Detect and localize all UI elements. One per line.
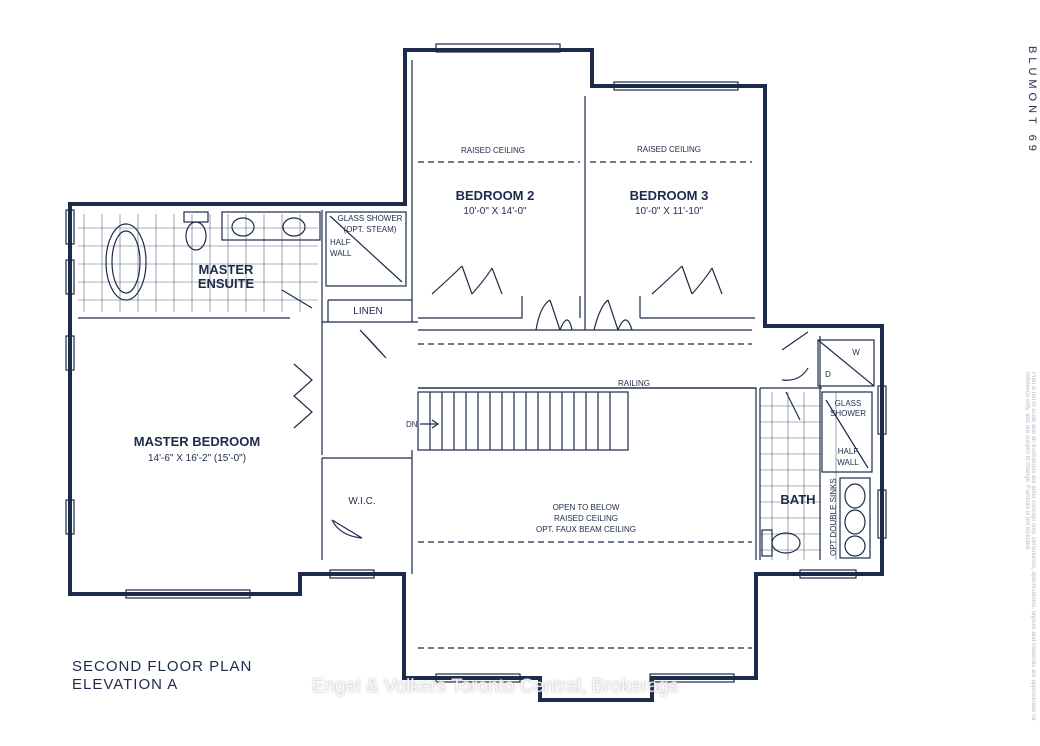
bath-toilet — [761, 529, 801, 557]
half-wall-label-1a: HALF — [330, 238, 351, 247]
disclaimer-text: Plan is not to scale and all illustratio… — [1024, 372, 1036, 722]
half-wall-label-2a: HALF — [838, 447, 859, 456]
bedroom3-name: BEDROOM 3 — [630, 188, 709, 203]
glass-shower-label-2a: GLASS — [835, 399, 862, 408]
master-ensuite-label-line1: MASTER — [199, 262, 255, 277]
railing-label: RAILING — [618, 379, 650, 388]
dn-label: DN — [406, 420, 418, 429]
glass-shower-label-2b: SHOWER — [830, 409, 866, 418]
open-to-below-label-1: OPEN TO BELOW — [553, 503, 620, 512]
ensuite-shower — [325, 211, 407, 287]
laundry-closet — [817, 339, 875, 387]
dryer-label: D — [825, 370, 831, 379]
staircase — [417, 391, 629, 451]
plan-caption: SECOND FLOOR PLAN ELEVATION A — [72, 658, 252, 694]
linen-label: LINEN — [353, 306, 382, 317]
bedroom2-name: BEDROOM 2 — [456, 188, 535, 203]
ensuite-sinks — [221, 211, 321, 241]
exterior-wall — [68, 48, 884, 702]
master-ensuite-label-line2: ENSUITE — [198, 276, 255, 291]
half-wall-label-2b: WALL — [837, 458, 859, 467]
interior-walls — [78, 60, 822, 574]
bedroom2-ceiling-label: RAISED CEILING — [461, 146, 525, 155]
glass-shower-steam-label-2: (OPT. STEAM) — [344, 225, 397, 234]
bedroom3-size: 10'-0" X 11'-10" — [635, 206, 703, 217]
bedroom2-size: 10'-0" X 14'-0" — [463, 206, 527, 217]
open-to-below-label-2: RAISED CEILING — [554, 514, 618, 523]
bath-label: BATH — [780, 492, 815, 507]
laundry-divider — [817, 339, 875, 387]
tub — [105, 223, 147, 301]
wic-label: W.I.C. — [348, 496, 375, 507]
opt-double-sinks-label: OPT DOUBLE SINKS — [829, 478, 838, 556]
plan-caption-elevation: ELEVATION A — [72, 676, 179, 693]
windows — [65, 43, 887, 683]
ensuite-toilet — [183, 211, 209, 251]
door-swings — [281, 265, 809, 539]
bedroom3-ceiling-label: RAISED CEILING — [637, 145, 701, 154]
open-to-below-label-3: OPT. FAUX BEAM CEILING — [536, 525, 636, 534]
glass-shower-steam-label-1: GLASS SHOWER — [338, 214, 403, 223]
brand-model-name: BLUMONT 69 — [1026, 46, 1038, 155]
washer-label: W — [852, 348, 860, 357]
bath-sinks — [839, 477, 871, 559]
ceiling-dash-lines — [418, 161, 752, 649]
tub-inner — [111, 230, 141, 294]
ensuite-tile-floor — [78, 214, 318, 312]
bath-shower — [821, 391, 873, 473]
brokerage-watermark: Engel & Volkers Toronto Central, Brokera… — [312, 676, 680, 697]
plan-caption-title: SECOND FLOOR PLAN — [72, 658, 253, 675]
master-bedroom-name: MASTER BEDROOM — [134, 434, 260, 449]
master-bedroom-size: 14'-6" X 16'-2" (15'-0") — [148, 453, 246, 464]
half-wall-label-1b: WALL — [330, 249, 352, 258]
